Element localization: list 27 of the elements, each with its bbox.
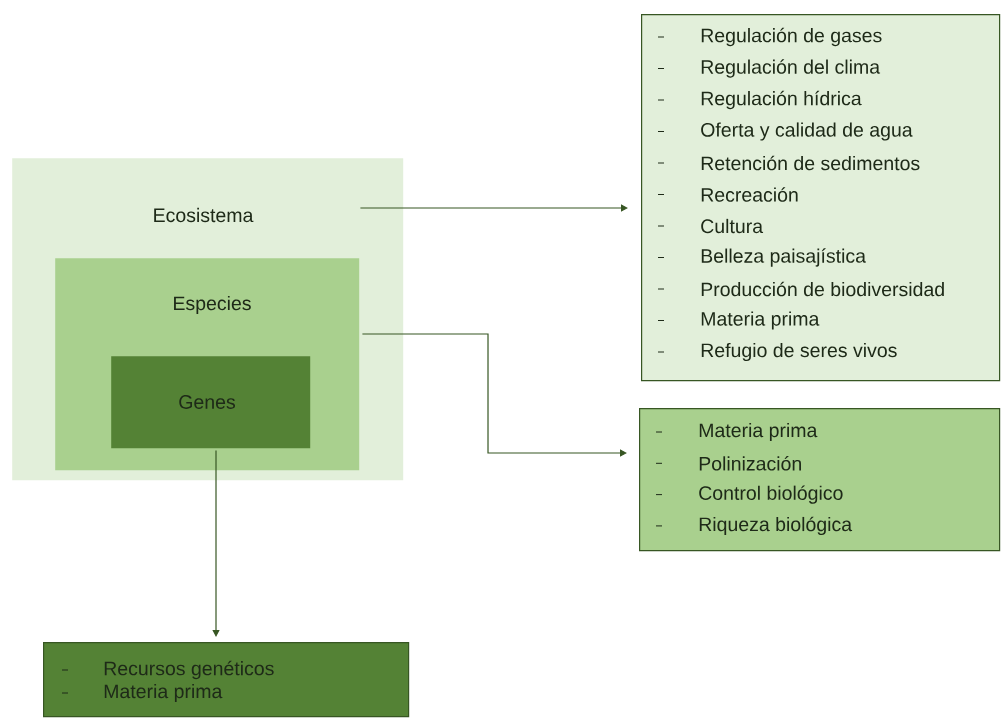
list-item: Polinización: [699, 456, 801, 471]
list-item: Recreación: [701, 187, 798, 202]
arrow: [359, 204, 628, 212]
list-item: Regulación hídrica: [701, 90, 862, 110]
arrow: [212, 449, 220, 637]
list-item: Recursos genéticos: [104, 660, 274, 680]
box-label: Ecosistema: [154, 207, 254, 223]
list-item: Riqueza biológica: [699, 516, 853, 536]
list-item: Oferta y calidad de agua: [701, 122, 913, 141]
box-label: Genes: [179, 395, 235, 409]
list-item: Materia prima: [104, 683, 223, 703]
list-item: Materia prima: [699, 422, 818, 442]
list-item: Refugio de seres vivos: [701, 342, 897, 362]
list-box: [43, 642, 410, 718]
list-item: Retención de sedimentos: [701, 155, 920, 171]
list-item: Belleza paisajística: [701, 248, 866, 267]
list-item: Producción de biodiversidad: [701, 281, 944, 297]
list-item: Cultura: [701, 218, 764, 234]
list-box: [641, 14, 1001, 382]
list-item: Materia prima: [701, 311, 820, 330]
level-box: [111, 356, 311, 449]
list-item: Control biológico: [699, 485, 843, 504]
box-label: Especies: [174, 295, 251, 315]
list-item: Regulación del clima: [701, 59, 881, 78]
list-box: [639, 408, 1001, 552]
list-item: Regulación de gases: [701, 27, 882, 47]
arrow: [361, 333, 627, 457]
